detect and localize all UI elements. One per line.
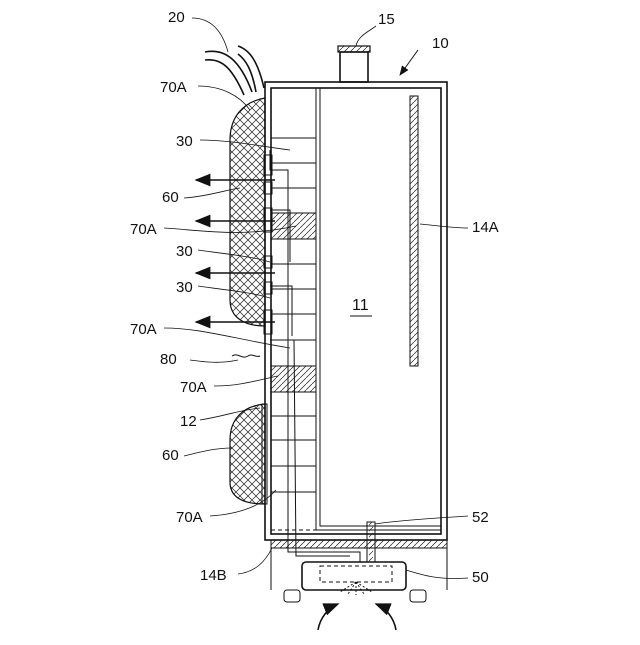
cap-15 (338, 46, 370, 82)
label-20: 20 (168, 9, 185, 26)
reference-labels: 20 15 10 70A 30 60 70A 30 30 70A 80 70A … (130, 9, 499, 586)
label-11: 11 (352, 297, 369, 314)
label-50: 50 (472, 569, 489, 586)
label-70A-4: 70A (180, 379, 207, 396)
airflow-in-arrows (318, 604, 396, 630)
cell-stack (271, 138, 316, 492)
wiring (270, 150, 360, 562)
cushion-upper-60 (230, 98, 265, 326)
label-30-2: 30 (176, 243, 193, 260)
label-14B: 14B (200, 567, 227, 584)
label-52: 52 (472, 509, 489, 526)
label-10: 10 (432, 35, 449, 52)
label-80: 80 (160, 351, 177, 368)
cushion-lower-60 (230, 404, 265, 504)
arrow-10 (400, 50, 418, 75)
label-30-3: 30 (176, 279, 193, 296)
label-30-1: 30 (176, 133, 193, 150)
label-15: 15 (378, 11, 395, 28)
label-70A-1: 70A (160, 79, 187, 96)
channel-14B (271, 530, 447, 548)
label-70A-2: 70A (130, 221, 157, 238)
squiggle-80 (232, 355, 260, 357)
label-14A: 14A (472, 219, 499, 236)
label-60-1: 60 (162, 189, 179, 206)
label-60-2: 60 (162, 447, 179, 464)
label-70A-3: 70A (130, 321, 157, 338)
tube-14A (410, 96, 418, 366)
label-12: 12 (180, 413, 197, 430)
label-70A-5: 70A (176, 509, 203, 526)
